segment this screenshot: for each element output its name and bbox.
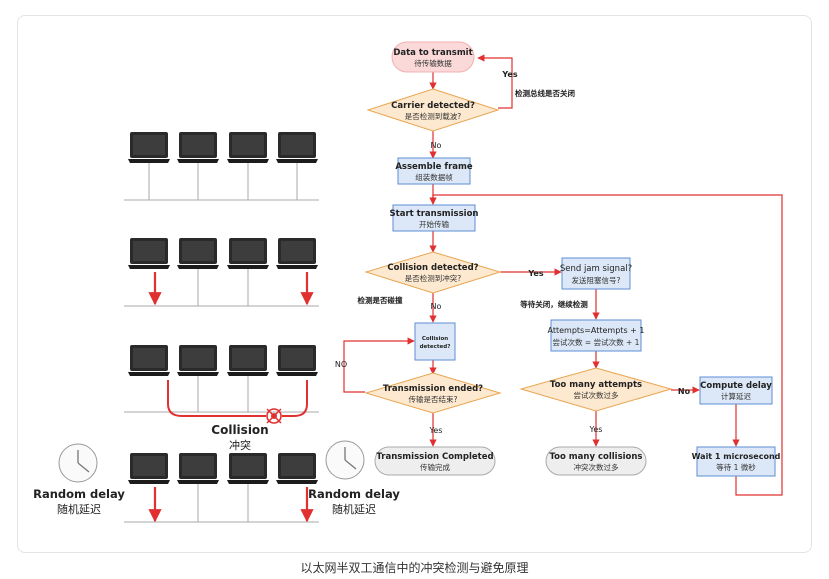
laptop-icon [276, 453, 318, 484]
svg-text:开始传输: 开始传输 [419, 219, 449, 229]
laptop-icon [128, 238, 170, 269]
random-delay-left-label-zh: 随机延迟 [57, 502, 101, 516]
laptop-icon [177, 345, 219, 376]
random-delay-left-label: Random delay [33, 487, 125, 501]
svg-text:传输是否结束?: 传输是否结束? [409, 394, 458, 404]
node-carrier-detected: Carrier detected? 是否检测到载波? [366, 88, 500, 132]
node-small-collision-box: Collision detected? [414, 322, 456, 361]
laptop-icon [276, 345, 318, 376]
svg-text:组装数据帧: 组装数据帧 [415, 172, 453, 182]
svg-text:计算延迟: 计算延迟 [721, 391, 751, 401]
random-delay-right-label: Random delay [308, 487, 400, 501]
label-yes-too-many: Yes [589, 425, 603, 434]
collision-path-right [282, 380, 308, 417]
laptop-icon [227, 132, 269, 163]
svg-text:Data to transmit: Data to transmit [393, 48, 472, 58]
svg-text:传输完成: 传输完成 [420, 462, 450, 472]
node-send-jam: Send jam signal? 发送阻塞信号? [560, 257, 632, 290]
network-row-1 [124, 132, 319, 201]
collision-icon [266, 408, 282, 424]
svg-text:Collision detected?: Collision detected? [387, 263, 478, 273]
node-transmission-completed: Transmission Completed 传输完成 [374, 446, 496, 476]
svg-text:Assemble frame: Assemble frame [395, 162, 473, 172]
label-wait-close: 等待关闭，继续检测 [520, 299, 588, 309]
clock-icon [58, 443, 98, 483]
node-transmission-ended: Transmission ended? 传输是否结束? [364, 372, 502, 414]
laptop-icon [227, 345, 269, 376]
label-no-loop: NO [335, 360, 347, 369]
svg-text:Carrier detected?: Carrier detected? [391, 101, 475, 111]
label-yes-ended: Yes [429, 426, 443, 435]
node-data-to-transmit: Data to transmit 待传输数据 [391, 41, 475, 73]
network-row-4 [124, 453, 319, 523]
svg-text:是否检测到冲突?: 是否检测到冲突? [405, 273, 461, 283]
collision-path-left [167, 380, 266, 417]
figure-caption: 以太网半双工通信中的冲突检测与避免原理 [300, 561, 529, 575]
svg-text:Send jam signal?: Send jam signal? [560, 264, 632, 274]
node-assemble-frame: Assemble frame 组装数据帧 [395, 157, 473, 185]
laptop-icon [177, 132, 219, 163]
node-start-transmission: Start transmission 开始传输 [390, 204, 479, 232]
svg-text:Compute delay: Compute delay [700, 381, 772, 391]
clock-icon [325, 440, 365, 480]
random-delay-right-label-zh: 随机延迟 [332, 502, 376, 516]
label-no-carrier: No [431, 141, 442, 150]
label-check-collision: 检测是否碰撞 [358, 295, 403, 305]
node-compute-delay: Compute delay 计算延迟 [699, 376, 773, 405]
network-row-3 [124, 345, 319, 424]
svg-text:尝试次数 = 尝试次数 + 1: 尝试次数 = 尝试次数 + 1 [553, 337, 640, 347]
label-no-collision: No [431, 302, 442, 311]
collision-label: Collision [211, 423, 268, 437]
laptop-icon [128, 453, 170, 484]
laptop-icon [276, 132, 318, 163]
svg-text:Too many collisions: Too many collisions [550, 452, 643, 462]
laptop-icon [177, 238, 219, 269]
label-no-too-many: No [678, 387, 691, 396]
svg-text:Wait 1 microsecond: Wait 1 microsecond [692, 452, 781, 461]
svg-text:Attempts=Attempts + 1: Attempts=Attempts + 1 [548, 326, 645, 335]
svg-text:冲突次数过多: 冲突次数过多 [574, 462, 619, 472]
laptop-icon [227, 453, 269, 484]
svg-text:detected?: detected? [420, 344, 451, 350]
node-attempts: Attempts=Attempts + 1 尝试次数 = 尝试次数 + 1 [548, 319, 645, 352]
node-collision-detected: Collision detected? 是否检测到冲突? [364, 251, 502, 294]
laptop-icon [276, 238, 318, 269]
label-check-bus: 检测总线是否关闭 [515, 88, 575, 98]
svg-text:发送阻塞信号?: 发送阻塞信号? [572, 275, 621, 285]
node-too-many-attempts: Too many attempts 尝试次数过多 [519, 367, 673, 412]
label-yes-collision: Yes [527, 269, 543, 278]
svg-text:Collision: Collision [422, 336, 448, 342]
label-yes-carrier: Yes [501, 70, 517, 79]
laptop-icon [128, 345, 170, 376]
network-row-2 [124, 238, 319, 307]
svg-text:尝试次数过多: 尝试次数过多 [574, 390, 619, 400]
node-wait: Wait 1 microsecond 等待 1 微秒 [692, 446, 781, 477]
collision-label-zh: 冲突 [229, 438, 251, 452]
laptop-icon [227, 238, 269, 269]
svg-text:Transmission Completed: Transmission Completed [376, 452, 493, 462]
svg-text:待传输数据: 待传输数据 [414, 58, 452, 68]
laptop-icon [128, 132, 170, 163]
svg-text:等待 1 微秒: 等待 1 微秒 [716, 462, 756, 472]
svg-text:是否检测到载波?: 是否检测到载波? [405, 111, 461, 121]
node-too-many-collisions: Too many collisions 冲突次数过多 [545, 446, 647, 476]
laptop-icon [177, 453, 219, 484]
svg-text:Start transmission: Start transmission [390, 209, 479, 219]
svg-text:Transmission ended?: Transmission ended? [383, 384, 483, 394]
svg-text:Too many attempts: Too many attempts [550, 380, 642, 390]
